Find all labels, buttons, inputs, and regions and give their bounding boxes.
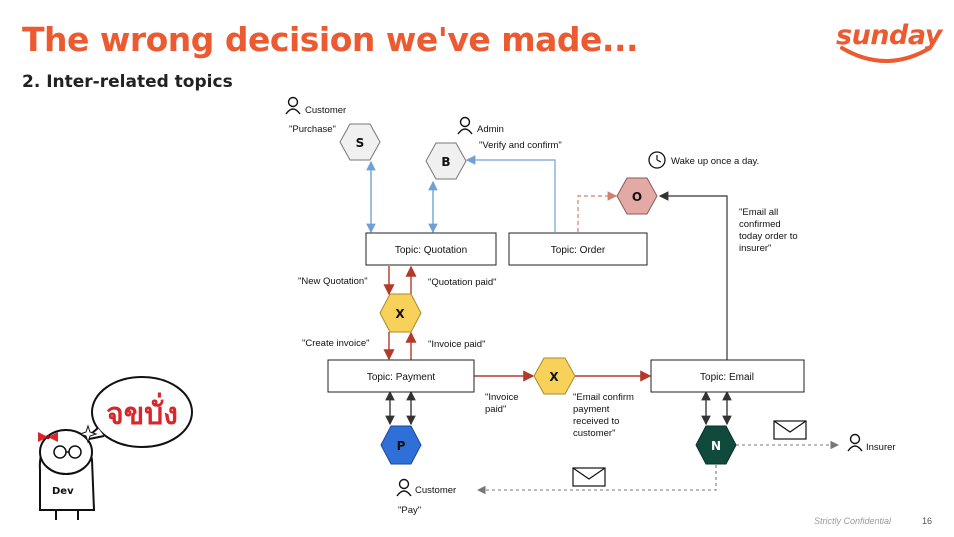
logo-smile-icon xyxy=(840,46,932,63)
label-purchase: "Purchase" xyxy=(289,124,336,135)
label-invoice-paid-2: "Invoice xyxy=(485,392,518,403)
arrow-n-customer xyxy=(476,465,717,495)
clock-icon xyxy=(648,151,666,169)
node-s-letter: S xyxy=(356,136,365,150)
label-email-confirm: "Email confirm xyxy=(573,392,634,403)
node-o-hexagon: O xyxy=(616,177,658,215)
node-b-letter: B xyxy=(441,155,450,169)
topic-order-label: Topic: Order xyxy=(551,245,606,256)
label-email-all: today order to xyxy=(739,231,798,242)
envelope-icon xyxy=(773,420,807,440)
envelope-icon xyxy=(572,467,606,487)
actor-customer-top: Customer xyxy=(305,105,346,116)
actor-customer-bottom: Customer xyxy=(415,485,456,496)
label-email-confirm: customer" xyxy=(573,428,615,439)
label-email-confirm: payment xyxy=(573,404,610,415)
label-invoice-paid: "Invoice paid" xyxy=(428,339,485,350)
topic-payment-box: Topic: Payment xyxy=(327,359,475,393)
slide-subtitle: 2. Inter-related topics xyxy=(22,72,233,92)
arrow-email-n xyxy=(701,390,732,426)
node-s-hexagon: S xyxy=(339,123,381,161)
node-p-letter: P xyxy=(397,439,406,453)
person-icon xyxy=(847,433,863,452)
footer-confidential: Strictly Confidential xyxy=(814,516,892,526)
bow-icon xyxy=(38,432,58,442)
speech-bubble-text: จขบั่ง xyxy=(106,392,178,432)
brand-logo: sunday xyxy=(836,20,942,51)
arrow-email-o xyxy=(658,191,728,360)
label-verify: "Verify and confirm" xyxy=(479,140,562,151)
arrow-payment-p xyxy=(385,390,416,426)
topic-email-box: Topic: Email xyxy=(650,359,805,393)
node-x2-letter: X xyxy=(549,370,559,384)
actor-admin: Admin xyxy=(477,124,504,135)
arrow-order-o xyxy=(577,191,618,232)
arrow-order-b xyxy=(465,155,556,232)
topic-payment-label: Topic: Payment xyxy=(367,372,436,383)
label-email-all: confirmed xyxy=(739,219,781,230)
node-x1-letter: X xyxy=(395,307,405,321)
label-pay: "Pay" xyxy=(398,505,421,516)
label-invoice-paid-2: paid" xyxy=(485,404,506,415)
page-number: 16 xyxy=(922,516,933,526)
node-b-hexagon: B xyxy=(425,142,467,180)
label-email-all: "Email all xyxy=(739,207,778,218)
actor-insurer: Insurer xyxy=(866,442,896,453)
sparkle-icon xyxy=(78,424,98,444)
mascot-name: Dev xyxy=(52,486,74,497)
node-x2-hexagon: X xyxy=(533,357,576,395)
node-x1-hexagon: X xyxy=(379,293,422,333)
node-n-hexagon: N xyxy=(695,425,737,465)
label-quotation-paid: "Quotation paid" xyxy=(428,277,497,288)
label-new-quotation: "New Quotation" xyxy=(298,276,368,287)
node-n-letter: N xyxy=(711,439,721,453)
label-email-all: insurer" xyxy=(739,243,771,254)
person-icon xyxy=(285,96,301,115)
slide-title: The wrong decision we've made... xyxy=(22,20,639,59)
topic-quotation-label: Topic: Quotation xyxy=(395,245,467,256)
topic-order-box: Topic: Order xyxy=(508,232,648,266)
label-email-confirm: received to xyxy=(573,416,619,427)
topic-email-label: Topic: Email xyxy=(700,372,754,383)
person-icon xyxy=(457,116,473,135)
person-icon xyxy=(396,478,412,497)
node-p-hexagon: P xyxy=(380,425,422,465)
label-create-invoice: "Create invoice" xyxy=(302,338,369,349)
topic-quotation-box: Topic: Quotation xyxy=(365,232,497,266)
node-o-letter: O xyxy=(632,190,642,204)
mascot-illustration: จขบั่ง Dev xyxy=(38,376,193,520)
actor-scheduler: Wake up once a day. xyxy=(671,156,759,167)
speech-bubble: จขบั่ง xyxy=(80,376,193,448)
